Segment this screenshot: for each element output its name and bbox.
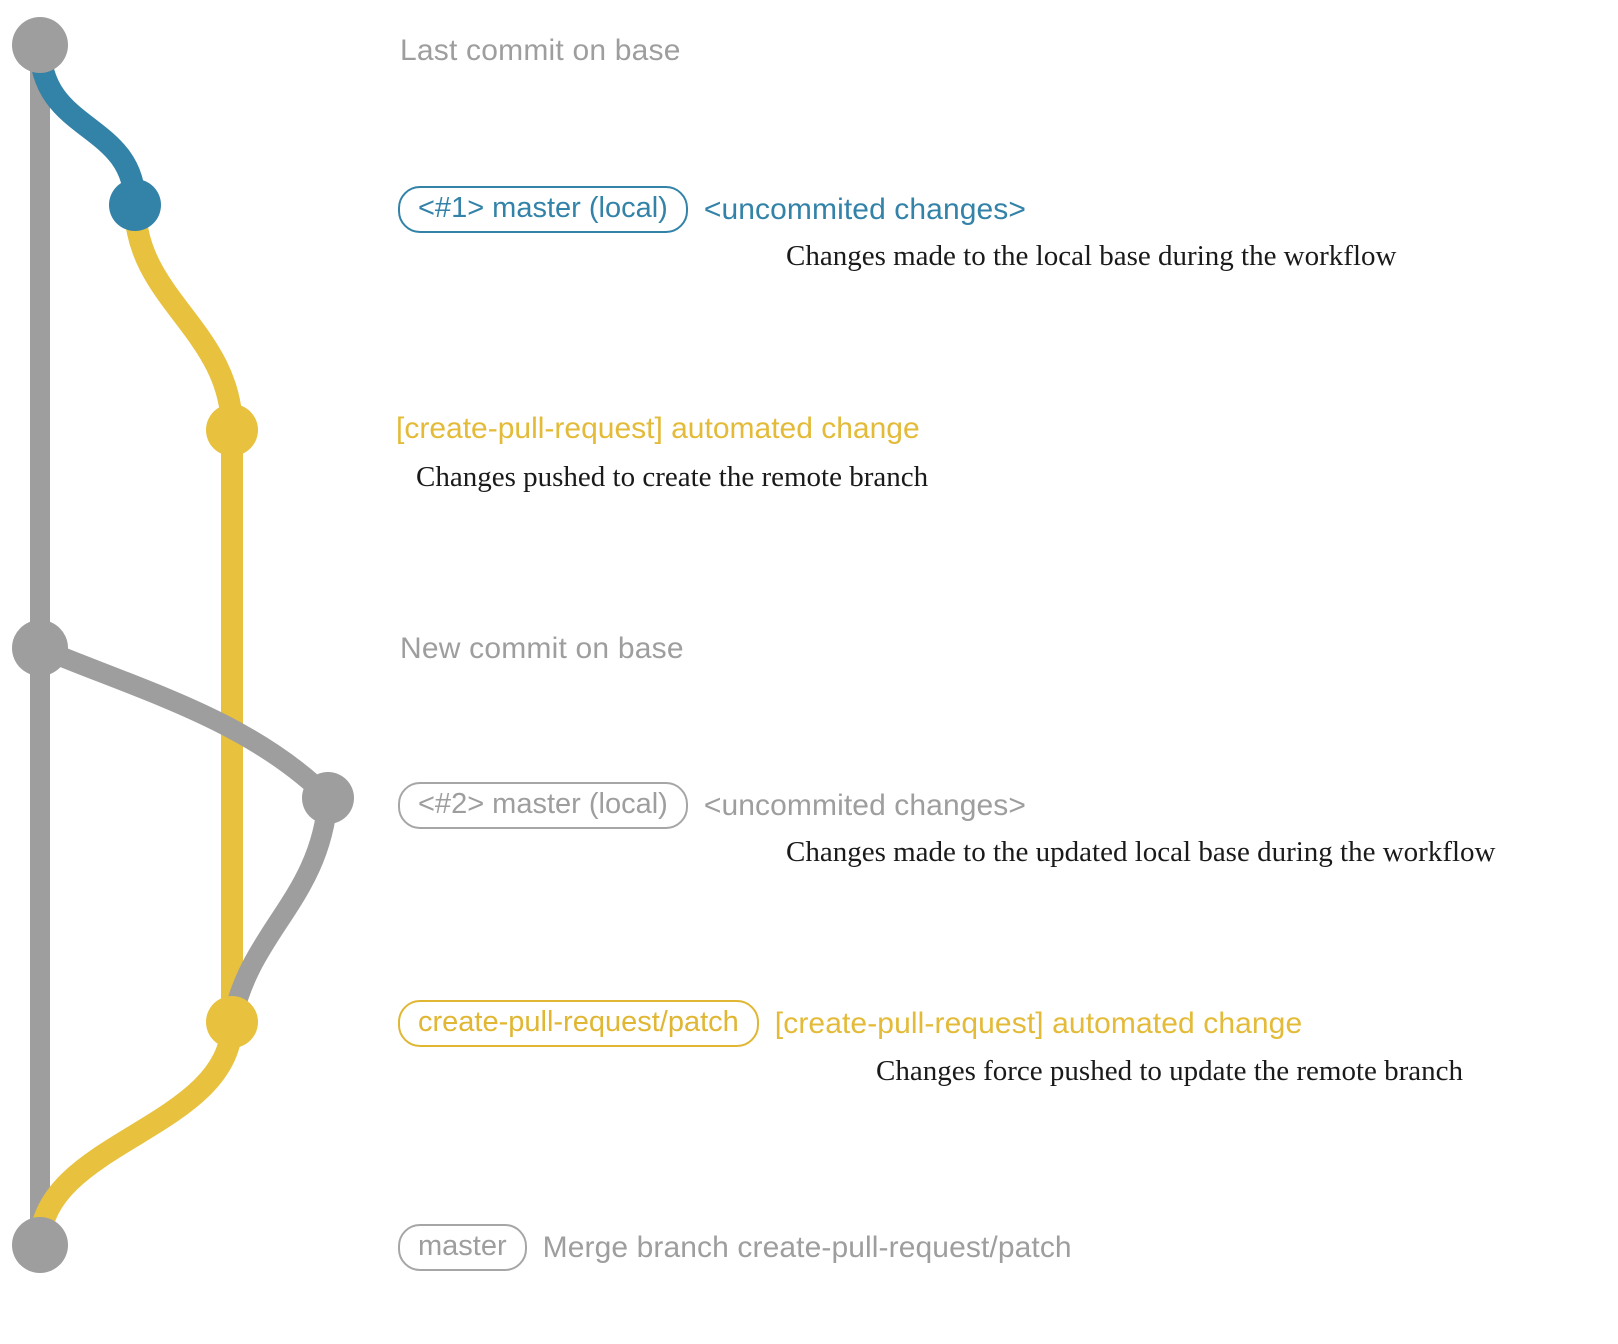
entry-remote-change-2: create-pull-request/patch [create-pull-r… bbox=[398, 1000, 1302, 1047]
git-graph bbox=[12, 17, 354, 1273]
commit-description-1: Changes made to the local base during th… bbox=[786, 240, 1397, 272]
commit-subject: <uncommited changes> bbox=[703, 192, 1027, 226]
node-new-commit-on-base bbox=[12, 620, 68, 676]
entry-new-commit-on-base: New commit on base bbox=[400, 632, 684, 666]
commit-description-4: Changes force pushed to update the remot… bbox=[876, 1055, 1464, 1087]
commit-subject: <uncommited changes> bbox=[703, 788, 1027, 822]
commit-subject: [create-pull-request] automated change bbox=[774, 1006, 1303, 1040]
node-local-commit-2 bbox=[302, 772, 354, 824]
branch-chip-master[interactable]: master bbox=[398, 1224, 527, 1271]
commit-description-3: Changes made to the updated local base d… bbox=[786, 836, 1496, 868]
entry-local-change-1: <#1> master (local) <uncommited changes> bbox=[398, 186, 1026, 233]
entry-local-change-2: <#2> master (local) <uncommited changes> bbox=[398, 782, 1026, 829]
updated-local-to-remote-line bbox=[222, 788, 338, 1032]
commit-title: Last commit on base bbox=[400, 34, 681, 67]
commit-description-2: Changes pushed to create the remote bran… bbox=[416, 461, 929, 493]
remote-branch-line bbox=[124, 194, 243, 1033]
node-merge-commit bbox=[12, 1217, 68, 1273]
node-last-commit-on-base bbox=[12, 17, 68, 73]
node-local-commit-1 bbox=[109, 179, 161, 231]
commit-title: New commit on base bbox=[400, 632, 684, 665]
node-remote-commit-2 bbox=[206, 996, 258, 1048]
entry-merge-commit: master Merge branch create-pull-request/… bbox=[398, 1224, 1072, 1271]
branch-chip-master-local-1[interactable]: <#1> master (local) bbox=[398, 186, 688, 233]
branch-chip-master-local-2[interactable]: <#2> master (local) bbox=[398, 782, 688, 829]
branch-chip-create-pull-request-patch[interactable]: create-pull-request/patch bbox=[398, 1000, 759, 1047]
remote-merge-line bbox=[29, 1011, 243, 1256]
updated-local-branch-line bbox=[30, 638, 338, 808]
entry-last-commit-on-base: Last commit on base bbox=[400, 34, 681, 68]
local-branch-line-1 bbox=[29, 34, 146, 216]
node-remote-commit-1 bbox=[206, 404, 258, 456]
commit-subject: Merge branch create-pull-request/patch bbox=[542, 1230, 1072, 1264]
commit-subject-remote-1: [create-pull-request] automated change bbox=[396, 412, 920, 445]
